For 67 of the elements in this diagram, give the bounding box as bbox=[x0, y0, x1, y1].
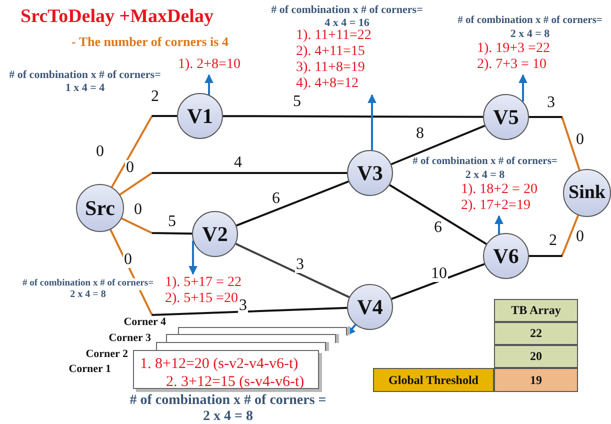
note: - The number of corners is 4 bbox=[72, 34, 228, 50]
path-sum: 1). 18+2 = 20 bbox=[461, 182, 538, 198]
edge-line bbox=[110, 115, 177, 188]
threshold-label: Global Threshold bbox=[373, 368, 494, 392]
path-sum: 2). 7+3 = 10 bbox=[477, 57, 548, 73]
vertex-circle: V4 bbox=[347, 284, 393, 330]
corner-label: Corner 4 bbox=[124, 316, 166, 328]
combination-formula: # of combination x # of corners = bbox=[130, 393, 326, 409]
combination-formula: # of combination x # of corners= bbox=[22, 278, 154, 290]
vertex-circle: V5 bbox=[483, 94, 529, 140]
path-sum: 4). 4+8=12 bbox=[296, 76, 360, 92]
vertex-circle: V3 bbox=[347, 150, 393, 196]
weight-label: 3 bbox=[238, 298, 248, 314]
weight-label: 10 bbox=[430, 266, 448, 282]
title: SrcToDelay +MaxDelay bbox=[20, 6, 214, 28]
combination-formula: 1 x 4 = 4 bbox=[65, 82, 105, 94]
edge-line bbox=[391, 263, 485, 300]
edge-line bbox=[119, 172, 347, 196]
weight-label: 3 bbox=[295, 257, 305, 273]
vertex-circle: V1 bbox=[177, 93, 223, 139]
combination-formula: # of combination x # of corners= bbox=[458, 14, 602, 28]
path-sum: 1). 5+17 = 22 bbox=[165, 275, 242, 291]
path-sum: 1). 19+3 =22 bbox=[477, 41, 551, 57]
pointer-arrow bbox=[494, 215, 504, 234]
vertex-circle: V2 bbox=[192, 211, 238, 257]
table-header: TB Array bbox=[494, 299, 578, 322]
path-sum: 3). 11+8=19 bbox=[296, 60, 366, 76]
edge-line bbox=[389, 184, 487, 245]
combination-formula: # of combination x # of corners= bbox=[412, 156, 558, 168]
pointer-arrow bbox=[204, 74, 214, 95]
path-sum: 1. 8+12=20 (s-v2-v4-v6-t) bbox=[140, 355, 300, 373]
edge-line bbox=[110, 229, 348, 316]
corner-label: Corner 3 bbox=[108, 332, 151, 344]
edge-line bbox=[236, 180, 349, 226]
combination-formula: 2 x 4 = 8 bbox=[510, 28, 550, 40]
pointer-arrow bbox=[518, 74, 528, 102]
combination-formula: # of combination x # of corners= bbox=[271, 4, 423, 16]
edge-line bbox=[121, 218, 192, 235]
pointer-arrow bbox=[346, 324, 356, 336]
corner-label: Corner 1 bbox=[68, 363, 111, 375]
edge-line bbox=[529, 214, 580, 257]
threshold-value: 19 bbox=[494, 368, 578, 392]
edge-line bbox=[390, 124, 486, 166]
combination-formula: # of combination x # of corners= bbox=[9, 69, 161, 81]
combination-formula: 2 x 4 = 8 bbox=[465, 169, 505, 181]
pointer-arrow bbox=[188, 240, 198, 275]
pointer-arrow bbox=[368, 94, 376, 150]
weight-label: 0 bbox=[123, 252, 133, 268]
corner-label: Corner 2 bbox=[86, 348, 128, 360]
edge-line bbox=[529, 116, 580, 171]
path-sum: 2). 5+15 =20 bbox=[165, 291, 239, 307]
path-sum: 2. 3+12=15 (s-v4-v6-t) bbox=[165, 373, 306, 391]
array-entry: 20 bbox=[494, 345, 578, 368]
path-sum: 1). 2+8=10 bbox=[178, 57, 242, 73]
edge-line bbox=[235, 242, 350, 298]
vertex-circle: Sink bbox=[563, 169, 611, 217]
corner-card bbox=[133, 350, 319, 389]
edge-line bbox=[223, 115, 483, 118]
path-sum: 1). 11+11=22 bbox=[296, 28, 372, 44]
path-sum: 2). 17+2=19 bbox=[461, 198, 532, 214]
combination-formula: 4 x 4 = 16 bbox=[324, 17, 370, 29]
vertex-circle: V6 bbox=[483, 233, 529, 279]
array-entry: 22 bbox=[494, 322, 578, 345]
combination-formula: 2 x 4 = 8 bbox=[70, 289, 106, 301]
combination-formula: 2 x 4 = 8 bbox=[203, 409, 253, 424]
vertex-circle: Src bbox=[76, 184, 124, 232]
path-sum: 2). 4+11=15 bbox=[296, 44, 366, 60]
